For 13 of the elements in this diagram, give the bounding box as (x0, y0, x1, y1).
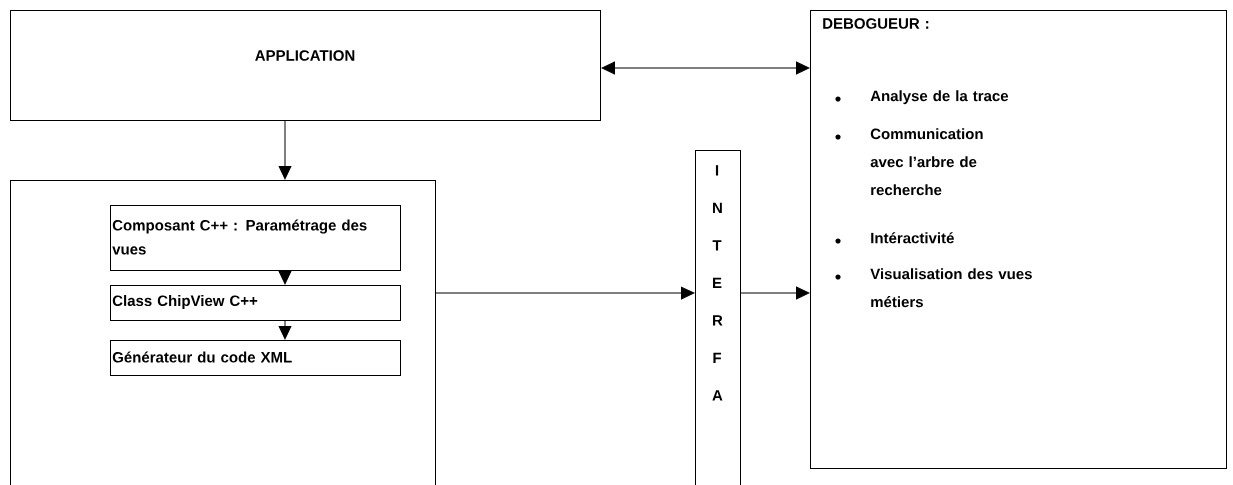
arrow (278, 120, 292, 180)
arrow (601, 61, 810, 75)
outline-box (10, 180, 436, 485)
process-box: APPLICATION (10, 10, 601, 121)
arrow (278, 270, 292, 285)
process-box: Class ChipView C++ (110, 285, 401, 321)
process-box: Composant C++ : Paramétrage des vues (110, 205, 401, 271)
process-box: Générateur du code XML (110, 340, 401, 376)
arrow (435, 286, 695, 300)
interface-box: I N T E R F A (695, 150, 741, 485)
arrow (740, 286, 810, 300)
list-box: DEBOGUEUR : Analyse de la trace Communication avec l’arbre de recherche Intéractivité Visualisation des vues métiers (810, 10, 1227, 469)
arrow (278, 320, 292, 340)
